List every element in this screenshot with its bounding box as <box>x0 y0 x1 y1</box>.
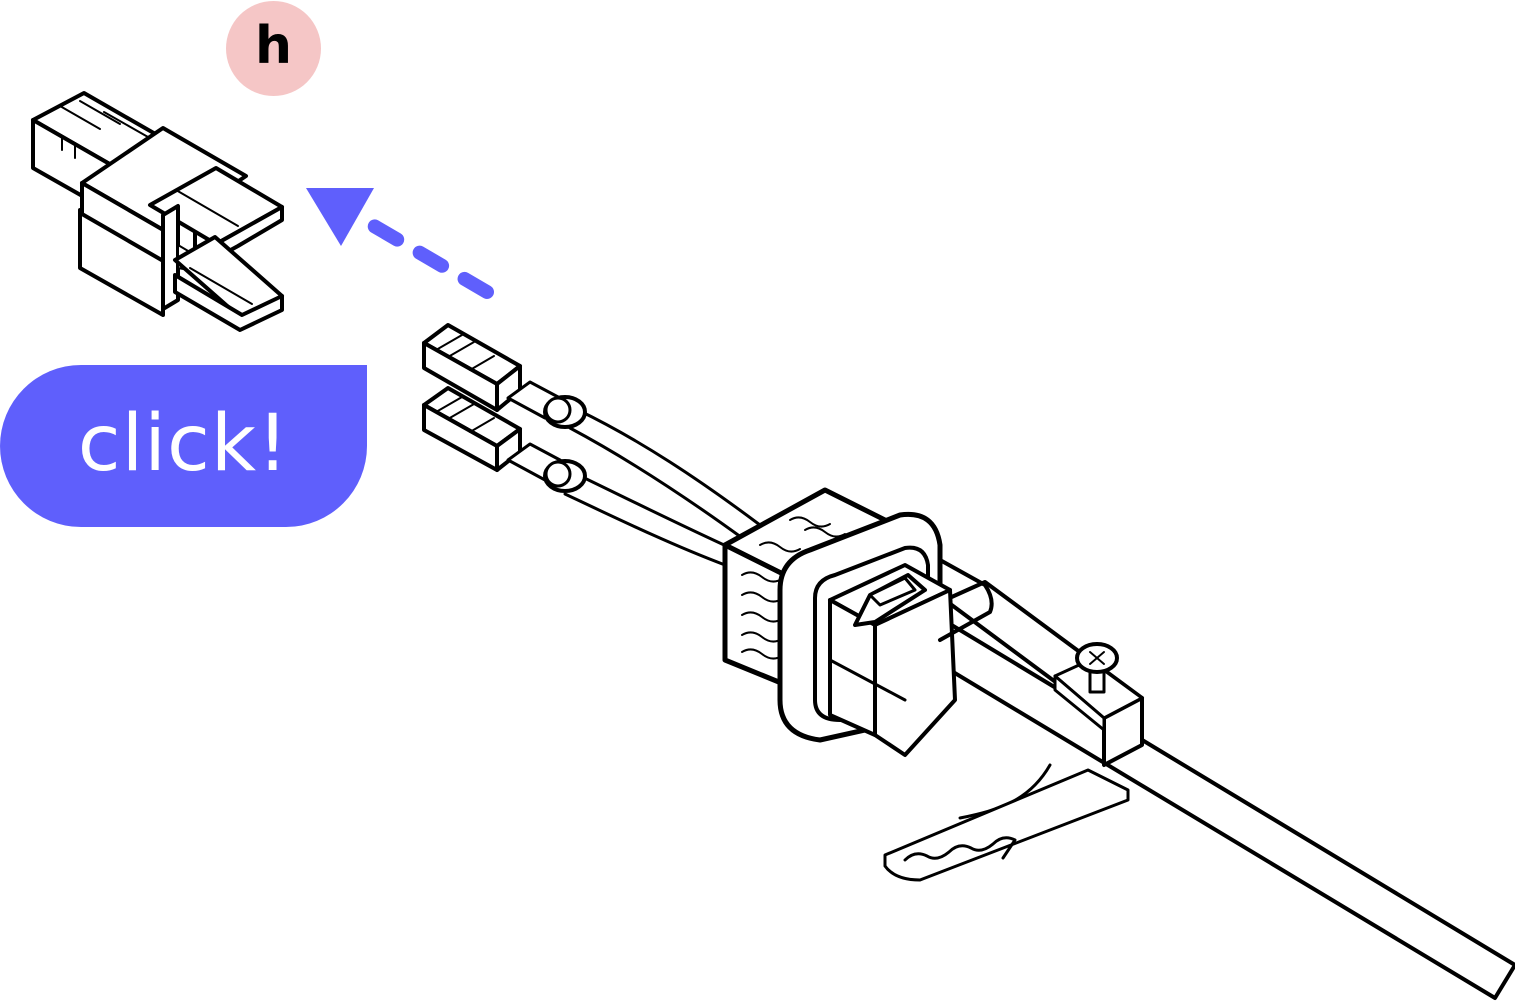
detached-connector-part <box>31 91 284 332</box>
lower-terminal <box>422 386 587 493</box>
click-callout-text: click! <box>77 399 290 489</box>
step-letter: h <box>254 15 293 76</box>
step-badge: h <box>226 1 321 96</box>
upper-terminal <box>422 323 587 429</box>
cable-grommet <box>722 487 994 757</box>
terminal-wires <box>563 408 762 567</box>
mounting-bracket <box>883 580 1144 882</box>
click-callout: click! <box>0 365 367 527</box>
dashed-arrow-icon <box>306 188 494 299</box>
main-cable <box>898 616 1515 1000</box>
